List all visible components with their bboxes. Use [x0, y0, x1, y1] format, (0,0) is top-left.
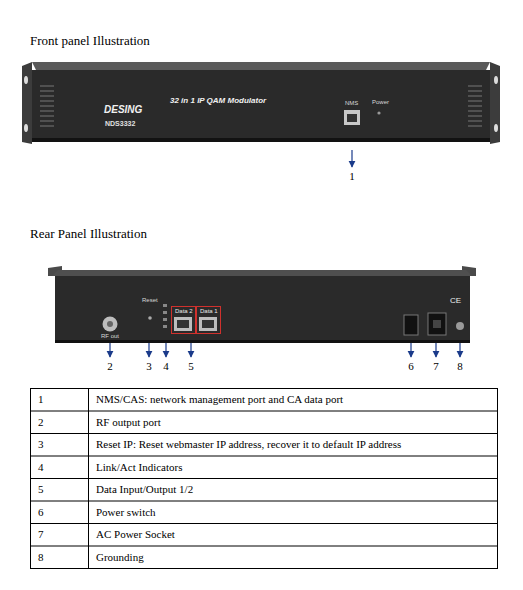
callout-number: 1 — [349, 170, 355, 183]
table-cell: Grounding — [96, 551, 144, 564]
callout-number: 7 — [433, 360, 439, 373]
brand-logo: DESING — [104, 104, 142, 116]
table-cell: 2 — [38, 416, 44, 429]
table-cell: 8 — [38, 551, 44, 564]
product-name: 32 in 1 IP QAM Modulator — [170, 96, 266, 106]
data-port-box: Data 2 — [171, 306, 196, 334]
led-label: Power — [372, 99, 389, 106]
front-panel: DESING NDS3332 32 in 1 IP QAM Modulator NMS… — [32, 70, 490, 140]
table-cell: 1 — [38, 393, 44, 406]
table-cell: 6 — [38, 506, 44, 519]
section-heading: Rear Panel Illustration — [30, 226, 147, 242]
rear-panel — [48, 266, 476, 357]
table-cell: 4 — [38, 461, 44, 474]
port-label: RF out — [101, 333, 119, 340]
callout-number: 8 — [457, 360, 463, 373]
table-cell: NMS/CAS: network management port and CA … — [96, 393, 343, 406]
table-cell: Reset IP: Reset webmaster IP address, re… — [96, 438, 401, 451]
callout-number: 4 — [163, 360, 169, 373]
port-label: Data 1 — [200, 308, 218, 315]
callout-number: 2 — [107, 360, 113, 373]
table-cell: 5 — [38, 483, 44, 496]
button-label: Reset — [142, 297, 158, 304]
model-number: NDS3332 — [105, 120, 135, 128]
front-panel — [22, 62, 500, 167]
callout-number: 3 — [146, 360, 152, 373]
table-cell: 3 — [38, 438, 44, 451]
table-cell: Power switch — [96, 506, 156, 519]
port-label: Data 2 — [175, 308, 193, 315]
table-grid — [31, 389, 498, 569]
table-cell: Link/Act Indicators — [96, 461, 182, 474]
callout-number: 5 — [188, 360, 194, 373]
table-cell: RF output port — [96, 416, 161, 429]
table-cell: AC Power Socket — [96, 528, 175, 541]
data-port-box: Data 1 — [196, 306, 221, 334]
section-heading: Front panel Illustration — [30, 33, 150, 49]
callout-number: 6 — [408, 360, 414, 373]
rear-panel: RF out ResetData 2 Data 1 — [55, 276, 470, 342]
table-cell: 7 — [38, 528, 44, 541]
cert-mark: CE — [450, 296, 461, 306]
port-label: NMS — [345, 100, 358, 107]
table-cell: Data Input/Output 1/2 — [96, 483, 193, 496]
